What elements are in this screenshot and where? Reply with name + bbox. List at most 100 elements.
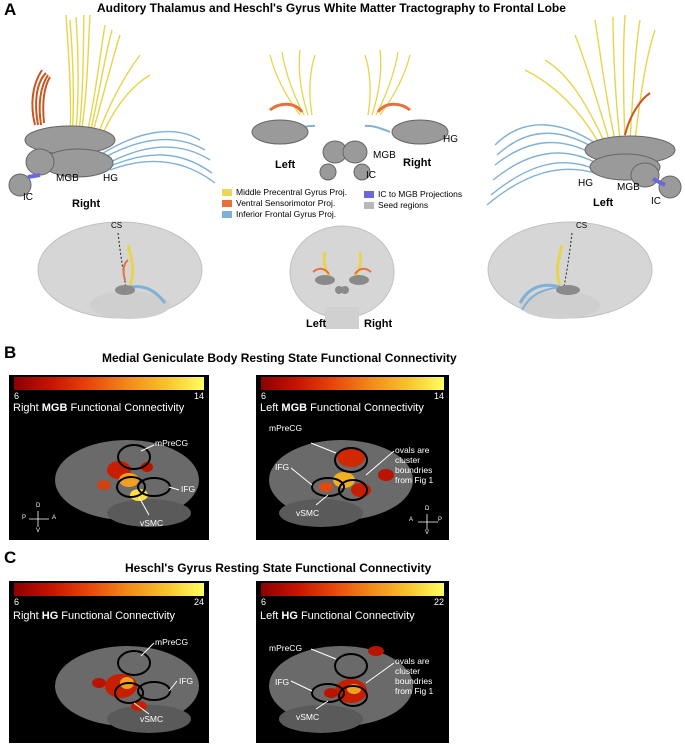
legend-label: Ventral Sensorimotor Proj. [236, 198, 336, 208]
label-mprecg: mPreCG [269, 423, 303, 433]
legend-label: Seed regions [378, 200, 429, 210]
label-vsmc: vSMC [296, 508, 320, 518]
label-side-left: Left [593, 197, 614, 209]
label-side-right: Right [72, 198, 101, 210]
panel-c-title: Heschl's Gyrus Resting State Functional … [125, 561, 432, 575]
legend-swatch [364, 190, 374, 198]
orientation-arrows [418, 514, 438, 530]
label-ifg: IFG [181, 484, 196, 494]
inferior-frontal-tracts-left [486, 124, 606, 206]
label-mgb-right: MGB [56, 173, 79, 184]
orient-p: P [22, 515, 27, 521]
label-ifg: IFG [275, 462, 290, 472]
note-line: boundries [395, 465, 433, 475]
label-cs-right: CS [111, 221, 123, 230]
panel-b-title: Medial Geniculate Body Resting State Fun… [102, 351, 457, 365]
fc-panel-left-hg: 6 22 Left HG Functional Connectivity mPr… [256, 581, 449, 743]
legend-item: Seed regions [364, 200, 428, 210]
tractography-front-view [251, 49, 449, 181]
note-line: cluster [395, 455, 421, 465]
tractography-right-view [8, 15, 216, 197]
colorbar-min: 6 [14, 391, 20, 401]
label-hg-right: HG [103, 173, 118, 184]
fc-panel-right-mgb: 6 14 Right MGB Functional Connectivity m… [9, 375, 209, 540]
middle-precentral-tracts-front [269, 49, 411, 116]
legend-item: Middle Precentral Gyrus Proj. [222, 187, 347, 197]
colorbar-min: 6 [14, 597, 20, 607]
ventral-sensorimotor-tracts-left [624, 92, 651, 136]
label-cs-left: CS [576, 221, 588, 230]
label-hg-front: HG [443, 134, 458, 145]
label-mprecg: mPreCG [155, 438, 189, 448]
legend-swatch [222, 199, 232, 207]
heading-seed: HG [41, 610, 59, 622]
panel-heading: Left HG Functional Connectivity [260, 610, 415, 622]
heading-prefix: Right [13, 610, 42, 622]
legend-item: IC to MGB Projections [364, 189, 462, 199]
seed-regions-left [584, 135, 682, 199]
brain-surface [269, 440, 413, 527]
heading-suffix: Functional Connectivity [307, 402, 424, 414]
heading-seed: HG [281, 610, 298, 622]
heading-prefix: Left [260, 610, 282, 622]
label-vsmc: vSMC [296, 712, 320, 722]
middle-precentral-tracts [65, 15, 151, 146]
glass-brain-right [37, 221, 203, 319]
orient-d: D [36, 503, 41, 509]
seed-regions-front [251, 119, 449, 181]
brain-surface [55, 440, 199, 527]
orientation-arrows [29, 511, 49, 527]
legend-swatch [222, 188, 232, 196]
label-left-bottom: Left [306, 318, 327, 330]
label-mprecg: mPreCG [269, 643, 303, 653]
panel-a-label: A [4, 0, 17, 19]
legend-swatch [364, 201, 374, 209]
orient-v: V [36, 528, 41, 534]
label-ifg: IFG [179, 676, 194, 686]
label-right-bottom: Right [364, 318, 393, 330]
colorbar [14, 377, 204, 390]
label-mgb-front: MGB [373, 150, 396, 161]
legend-item: Inferior Frontal Gyrus Proj. [222, 209, 336, 219]
orient-d: D [425, 506, 430, 512]
tractography-left-view [486, 15, 682, 206]
colorbar-max: 14 [433, 391, 444, 401]
fc-panel-right-hg: 6 24 Right HG Functional Connectivity mP… [9, 581, 209, 743]
label-vsmc: vSMC [140, 714, 164, 724]
colorbar-max: 24 [193, 597, 204, 607]
colorbar [14, 583, 204, 596]
label-ic-front: IC [366, 170, 376, 181]
note-line: from Fig 1 [395, 686, 434, 696]
legend-label: Middle Precentral Gyrus Proj. [236, 187, 348, 197]
glass-brain-left [487, 221, 653, 319]
colorbar-max: 14 [193, 391, 204, 401]
colorbar-max: 22 [433, 597, 444, 607]
heading-seed: MGB [41, 402, 68, 414]
note-line: boundries [395, 676, 433, 686]
brain-surface [55, 642, 199, 733]
cluster-note: ovals are cluster boundries from Fig 1 [395, 445, 433, 485]
label-vsmc: vSMC [140, 518, 164, 528]
panel-heading: Right MGB Functional Connectivity [13, 402, 184, 414]
ventral-sensorimotor-tracts [31, 69, 51, 126]
panel-c-label: C [4, 548, 17, 567]
note-line: from Fig 1 [395, 475, 434, 485]
heading-suffix: Functional Connectivity [58, 610, 176, 622]
glass-brain-front [289, 225, 395, 329]
inferior-frontal-tracts [99, 130, 216, 184]
heading-suffix: Functional Connectivity [67, 402, 185, 414]
seed-regions [8, 125, 116, 197]
ventral-sensorimotor-tracts-front [269, 102, 411, 113]
cluster-note: ovals are cluster boundries from Fig 1 [395, 656, 433, 696]
note-line: cluster [395, 666, 421, 676]
heading-prefix: Left [260, 402, 282, 414]
brain-surface [269, 646, 413, 733]
panel-a-title: Auditory Thalamus and Heschl's Gyrus Whi… [97, 1, 566, 15]
heading-prefix: Right [13, 402, 42, 414]
legend-item: Ventral Sensorimotor Proj. [222, 198, 335, 208]
panel-heading: Right HG Functional Connectivity [13, 610, 175, 622]
heading-seed: MGB [281, 402, 308, 414]
middle-precentral-tracts-left [524, 15, 656, 146]
label-hg-left: HG [578, 178, 593, 189]
label-mprecg: mPreCG [155, 637, 189, 647]
